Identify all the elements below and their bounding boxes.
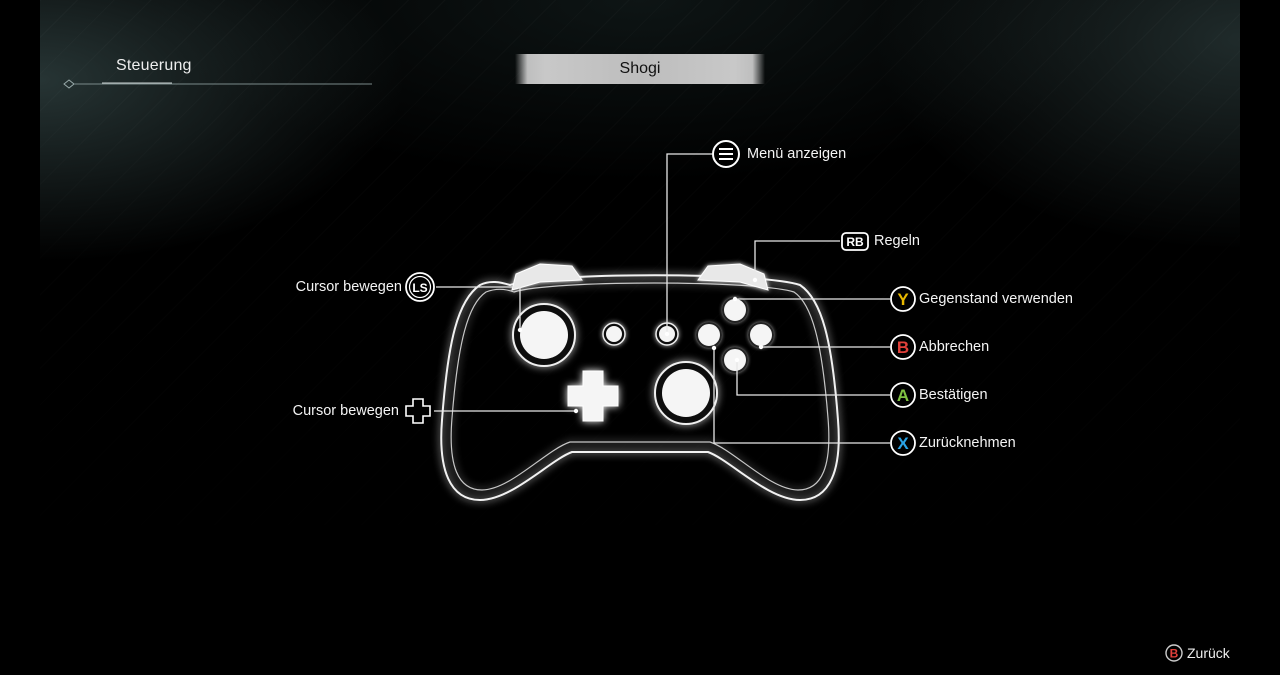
back-label: Zurück: [1187, 645, 1230, 661]
controller-body: [440, 274, 840, 502]
b-button-icon: B: [890, 334, 916, 360]
label-rb: Regeln: [874, 233, 920, 249]
label-ls: Cursor bewegen: [295, 279, 402, 295]
svg-text:A: A: [897, 386, 909, 405]
right-bumper: [697, 263, 769, 291]
x-button-icon: X: [890, 430, 916, 456]
ls-button-icon: LS: [405, 272, 435, 302]
right-stick: [654, 361, 718, 425]
dpad: [567, 370, 619, 422]
left-stick: [512, 303, 576, 367]
dpad-icon: [405, 398, 431, 424]
left-bumper: [511, 263, 583, 291]
controls-screen: Steuerung Shogi: [40, 0, 1240, 675]
y-button-icon: Y: [890, 286, 916, 312]
svg-text:B: B: [1170, 647, 1179, 661]
view-button: [602, 322, 626, 346]
svg-text:X: X: [897, 434, 909, 453]
label-y: Gegenstand verwenden: [919, 291, 1073, 307]
svg-text:RB: RB: [846, 235, 864, 249]
svg-text:B: B: [897, 338, 909, 357]
label-dpad: Cursor bewegen: [292, 403, 399, 419]
menu-button-icon: [712, 140, 740, 168]
b-button-icon: B: [1165, 644, 1183, 662]
leader-lines: [434, 153, 890, 444]
back-hint[interactable]: B Zurück: [1165, 644, 1230, 662]
game-title-banner: Shogi: [515, 54, 765, 84]
a-button-icon: A: [890, 382, 916, 408]
game-title: Shogi: [619, 60, 661, 77]
svg-text:LS: LS: [412, 281, 427, 295]
label-b: Abbrechen: [919, 339, 990, 355]
controller-diagram: RB Y B A X LS: [405, 140, 916, 502]
label-a: Bestätigen: [919, 387, 988, 403]
label-x: Zurücknehmen: [919, 435, 1016, 451]
label-menu: Menü anzeigen: [747, 146, 847, 162]
screen-title: Steuerung: [116, 57, 192, 74]
rb-button-icon: RB: [841, 232, 869, 251]
svg-text:Y: Y: [897, 290, 909, 309]
leader-dots: [517, 277, 764, 414]
title-underline-decoration: [63, 79, 372, 89]
